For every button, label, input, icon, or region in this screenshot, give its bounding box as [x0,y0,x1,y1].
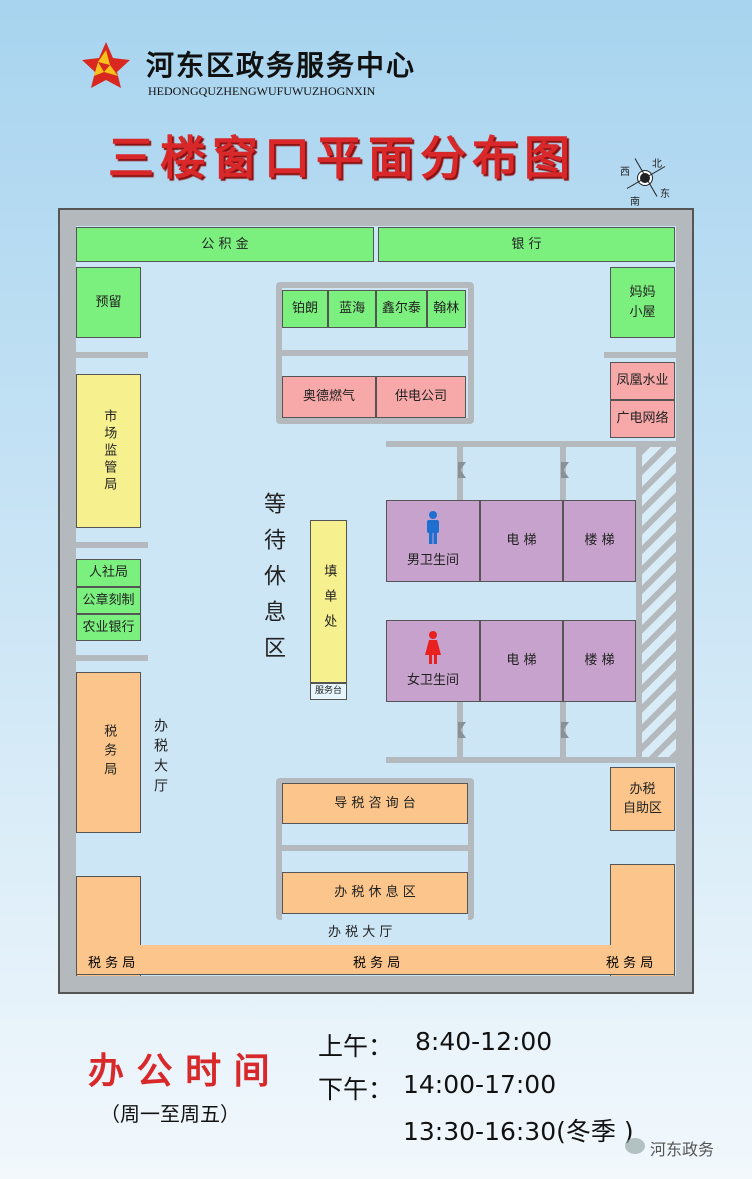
form-desk: 填单处 [310,520,347,683]
room-gas: 奥德燃气 [282,376,376,418]
room-housing-fund: 公 积 金 [76,227,374,262]
tax-consult-desk: 导 税 咨 询 台 [282,783,468,824]
woman-icon [425,631,441,665]
label-tax-hall: 办 税 大 厅 [328,925,393,940]
window-xinertai: 鑫尔泰 [376,290,427,328]
logo-icon [80,40,132,90]
room-water: 凤凰水业 [610,362,675,400]
wechat-icon [625,1138,645,1154]
watermark: 河东政务 [650,1140,715,1159]
label-tax-bottom-right: 税 务 局 [606,956,654,971]
elevator-2: 电 梯 [480,620,563,702]
room-tax-self-service: 办税 自助区 [610,767,675,831]
window-bolang: 铂朗 [282,290,328,328]
room-mom: 妈妈 小屋 [610,267,675,338]
am-label: 上午： [318,1032,394,1061]
service-desk: 服务台 [310,683,347,700]
window-lanhai: 蓝海 [328,290,377,328]
room-reserved: 预留 [76,267,141,338]
am-hours: 8:40-12:00 [415,1027,553,1056]
room-power: 供电公司 [376,376,466,418]
org-pinyin: HEDONGQUZHENGWUFUWUZHOGNXIN [148,84,376,98]
room-seal: 公章刻制 [76,587,141,614]
compass: 北 西 东 南 [620,158,670,208]
org-name: 河东区政务服务中心 [146,49,417,82]
winter-hours: 13:30-16:30(冬季 ) [403,1117,634,1146]
room-hr: 人社局 [76,559,141,587]
room-cable: 广电网络 [610,400,675,438]
elevator-1: 电 梯 [480,500,563,582]
label-tax-hall-side: 办税大厅 [152,718,168,798]
stair-shaft [642,447,676,757]
room-mens: 男卫生间 [386,500,480,582]
window-hanlin: 翰林 [426,290,467,328]
room-tax-bottom [76,945,675,975]
label-tax-bottom-center: 税 务 局 [353,956,401,971]
waiting-area-label: 等待休息区 [260,492,285,672]
room-agri-bank: 农业银行 [76,614,141,641]
man-icon [427,511,439,545]
window-list: 铂朗 蓝海 鑫尔泰 翰林 [282,290,467,328]
stairs-2: 楼 梯 [563,620,636,702]
tax-rest-area: 办 税 休 息 区 [282,872,468,914]
pm-hours: 14:00-17:00 [403,1070,557,1099]
room-market: 市场监管局 [76,374,141,528]
hours-title: 办 公 时 间 [88,1051,270,1092]
stairs-1: 楼 梯 [563,500,636,582]
room-tax-left: 税务局 [76,672,141,833]
label-tax-bottom-left: 税 务 局 [88,956,136,971]
page-title: 三楼窗口平面分布图 [108,131,576,185]
room-womens: 女卫生间 [386,620,480,702]
room-bank: 银 行 [378,227,675,262]
hours-days: （周一至周五） [100,1102,240,1126]
floor-plan [58,208,694,994]
pm-label: 下午： [318,1075,394,1104]
